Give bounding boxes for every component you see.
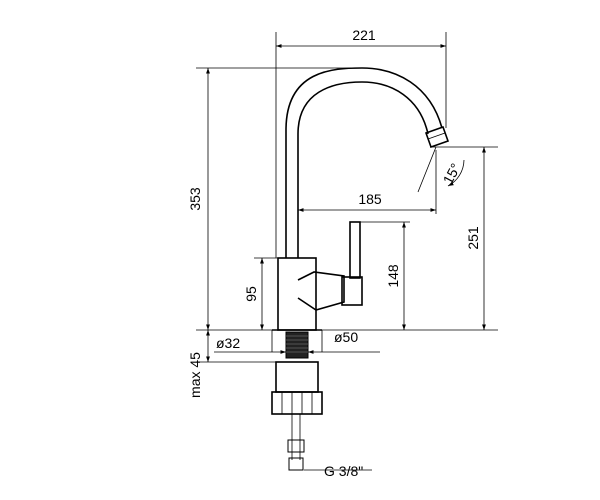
spout [285, 67, 443, 258]
body-cylinder [277, 257, 317, 331]
dim-spout-reach: 185 [358, 191, 382, 207]
dim-max-thickness: max 45 [187, 352, 203, 398]
dim-total-reach: 221 [352, 27, 376, 43]
dim-thread: G 3/8" [324, 463, 363, 479]
dim-lever-height: 148 [385, 264, 401, 288]
dimension-lines [196, 32, 498, 471]
dim-swivel-angle: 15° [440, 161, 464, 187]
aerator [424, 125, 450, 149]
dim-spout-clearance: 251 [465, 226, 481, 250]
dim-base-diameter: ø50 [334, 329, 358, 345]
dim-body-height: 95 [243, 286, 259, 302]
lever-handle [297, 221, 363, 311]
threaded-shank [285, 331, 309, 359]
dimension-labels: 221 353 251 185 148 95 15° ø32 ø50 max 4… [187, 27, 481, 479]
supply-hoses [287, 414, 305, 471]
mounting-nut [271, 361, 323, 415]
faucet-outline [271, 67, 450, 471]
dim-hole-diameter: ø32 [216, 335, 240, 351]
dim-total-height: 353 [187, 187, 203, 211]
